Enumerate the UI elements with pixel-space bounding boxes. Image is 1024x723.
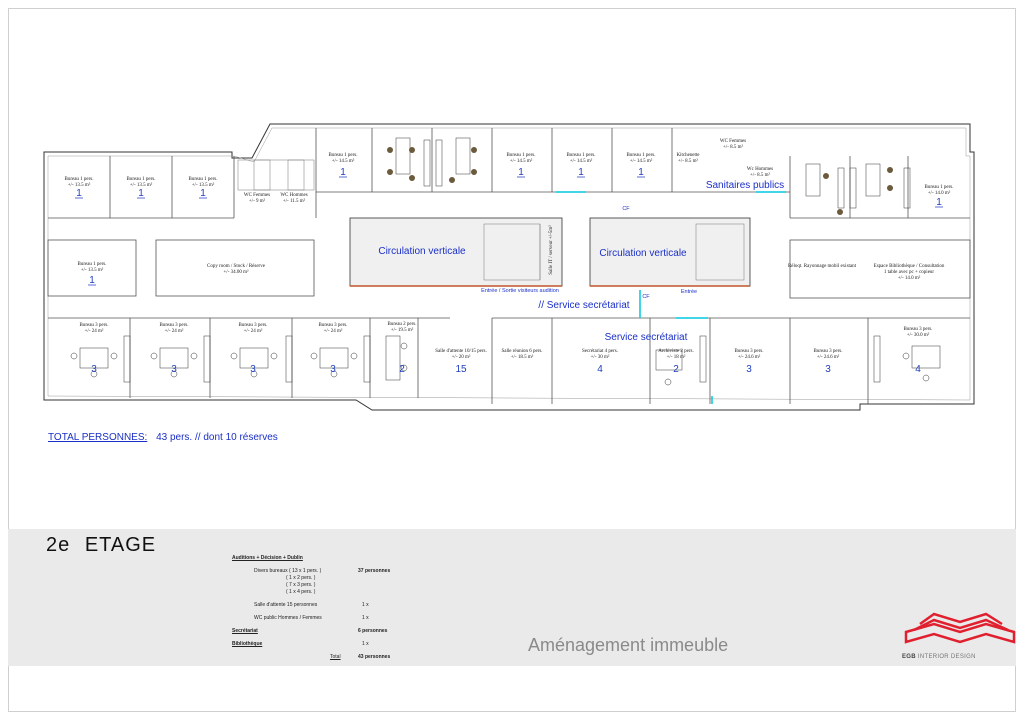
room-label-b1a: Bureau 1 pers.+/- 13.5 m² <box>64 177 93 188</box>
room-count-b2a: 2 <box>399 364 405 375</box>
room-count-b1b: 1 <box>138 188 144 199</box>
page-frame <box>8 8 1016 712</box>
room-count-b3a: 3 <box>91 364 97 375</box>
room-label-wch2: Wc Hommes+/- 8.5 m² <box>747 167 773 178</box>
room-count-b3b: 3 <box>171 364 177 375</box>
room-label-b1b: Bureau 1 pers.+/- 13.5 m² <box>126 177 155 188</box>
logo-brand: EGB <box>902 654 916 660</box>
room-label-b1c: Bureau 1 pers.+/- 13.5 m² <box>188 177 217 188</box>
room-count-salle: 15 <box>455 364 467 375</box>
circulation-label-2: Circulation verticale <box>599 248 687 259</box>
room-label-b3d: Bureau 3 pers.+/- 24 m² <box>318 323 347 334</box>
room-label-b1h: Bureau 1 pers.+/- 14.0 m² <box>924 185 953 196</box>
room-label-b3a: Bureau 3 pers.+/- 24 m² <box>79 323 108 334</box>
room-count-b3g: 4 <box>915 364 921 375</box>
summary-divers-sub-3: ( 1 x 4 pers. ) <box>286 589 316 595</box>
room-label-b1i: Bureau 1 pers.+/- 13.5 m² <box>77 262 106 273</box>
room-label-b3g: Bureau 3 pers.+/- 30.0 m² <box>903 327 932 338</box>
gaine-label: Salle IT / serveur +/-5m² <box>548 225 554 275</box>
summary-bibliotheque-value: 1 x <box>362 641 369 647</box>
room-count-secr: 4 <box>597 364 603 375</box>
summary-wc-value: 1 x <box>362 615 369 621</box>
summary-attente-value: 1 x <box>362 602 369 608</box>
summary-header: Auditions + Décision + Dublin <box>232 555 303 561</box>
room-label-b1f: Bureau 1 pers.+/- 14.5 m² <box>566 153 595 164</box>
entree-label: Entrée <box>681 289 697 295</box>
egb-logo-icon <box>904 612 1016 644</box>
room-count-b1d: 1 <box>340 167 346 178</box>
room-label-wcf: WC Femmes+/- 9 m² <box>244 193 270 204</box>
room-count-b1a: 1 <box>76 188 82 199</box>
room-label-copy: Copy room / Stock / Réserve+/- 34.00 m² <box>207 264 266 275</box>
room-label-b2a: Bureau 2 pers.+/- 19.5 m² <box>387 322 416 333</box>
logo-text: EGB INTERIOR DESIGN <box>902 654 976 660</box>
room-label-arch: Archiviste 2 pers.+/- 18 m² <box>658 349 693 360</box>
room-label-b1g: Bureau 1 pers.+/- 14.5 m² <box>626 153 655 164</box>
logo-tagline: INTERIOR DESIGN <box>917 654 976 660</box>
room-count-b3e: 3 <box>746 364 752 375</box>
room-count-arch: 2 <box>673 364 679 375</box>
entree-sortie-label: Entrée / Sortie visiteurs audition <box>481 288 559 294</box>
room-label-b3f: Bureau 3 pers.+/- 24.6 m² <box>813 349 842 360</box>
room-label-secr: Secrétariat 4 pers.+/- 30 m² <box>582 349 618 360</box>
document-title: Aménagement immeuble <box>528 635 729 655</box>
room-label-kit: Kitchenette+/- 8.5 m² <box>676 153 700 164</box>
floor-prefix: 2e <box>46 534 71 556</box>
room-label-b3b: Bureau 3 pers.+/- 24 m² <box>159 323 188 334</box>
room-label-wcf2: WC Femmes+/- 8.5 m² <box>720 139 746 150</box>
summary-divers-sub-2: ( 7 x 3 pers. ) <box>286 582 316 588</box>
summary-divers-sub-1: ( 1 x 2 pers. ) <box>286 575 316 581</box>
room-label-b1d: Bureau 1 pers.+/- 14.5 m² <box>328 153 357 164</box>
summary-attente-label: Salle d'attente 15 personnes <box>254 602 318 608</box>
info-panel <box>8 529 1016 666</box>
cf-label-2: CF <box>642 294 650 300</box>
floor-title: 2e ETAGE <box>46 534 156 557</box>
summary-total-value: 43 personnes <box>358 654 391 660</box>
room-count-b1f: 1 <box>578 167 584 178</box>
cf-label-1: CF <box>622 206 630 212</box>
total-persons: TOTAL PERSONNES: 43 pers. // dont 10 rés… <box>48 432 278 443</box>
room-count-b1h: 1 <box>936 197 942 208</box>
room-count-b3d: 3 <box>330 364 336 375</box>
service-secretariat-label-1: // Service secrétariat <box>538 300 629 311</box>
summary-bibliotheque-label: Bibliothèque <box>232 641 263 647</box>
room-label-salle: Salle d'attente 10/15 pers.+/- 20 m² <box>435 349 486 360</box>
summary-total-label: Total <box>330 654 341 660</box>
sanitaires-label: Sanitaires publics <box>706 180 784 191</box>
room-count-b1i: 1 <box>89 275 95 286</box>
room-count-b1c: 1 <box>200 188 206 199</box>
summary-secretariat-label: Secrétariat <box>232 628 258 634</box>
total-persons-label: TOTAL PERSONNES: <box>48 432 148 443</box>
summary-divers-value: 37 personnes <box>358 568 391 574</box>
service-secretariat-label-2: Service secrétariat <box>605 332 688 343</box>
summary-divers-label: Divers bureaux ( 13 x 1 pers. ) <box>254 568 322 574</box>
room-label-b3c: Bureau 3 pers.+/- 24 m² <box>238 323 267 334</box>
room-count-b1e: 1 <box>518 167 524 178</box>
total-persons-value: 43 pers. // dont 10 réserves <box>156 432 278 443</box>
room-label-wch: WC Hommes+/- 11.5 m² <box>280 193 307 204</box>
room-count-b3c: 3 <box>250 364 256 375</box>
summary-wc-label: WC public Hommes / Femmes <box>254 615 322 621</box>
summary-secretariat-value: 6 personnes <box>358 628 388 634</box>
room-label-b3e: Bureau 3 pers.+/- 24.6 m² <box>734 349 763 360</box>
room-label-reunion: Salle réunion 6 pers.+/- 18.5 m² <box>501 349 542 360</box>
room-count-b1g: 1 <box>638 167 644 178</box>
circulation-label-1: Circulation verticale <box>378 246 466 257</box>
room-label-reloc: Réloqt. Rayonnage mobil existant <box>788 264 857 269</box>
floor-name: ETAGE <box>84 534 157 556</box>
room-label-b1e: Bureau 1 pers.+/- 14.5 m² <box>506 153 535 164</box>
room-count-b3f: 3 <box>825 364 831 375</box>
